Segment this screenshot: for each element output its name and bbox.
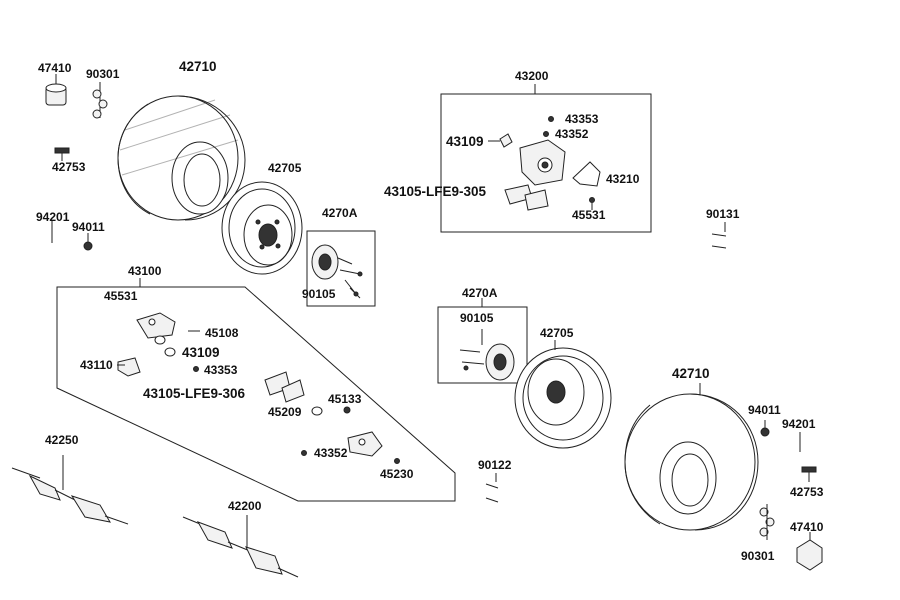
label-45133: 45133	[328, 392, 362, 406]
label-4270A-r: 4270A	[462, 286, 498, 300]
label-45531-c: 45531	[104, 289, 138, 303]
label-43100: 43100	[128, 264, 162, 278]
label-94201-tl: 94201	[36, 210, 70, 224]
label-42753-br: 42753	[790, 485, 824, 499]
label-42710-br: 42710	[672, 366, 710, 381]
drive-shaft-42250	[11, 455, 129, 525]
label-43109-r: 43109	[446, 134, 484, 149]
label-43109-c: 43109	[182, 345, 220, 360]
label-43353-r: 43353	[565, 112, 599, 126]
label-43200: 43200	[515, 69, 549, 83]
label-45209: 45209	[268, 405, 302, 419]
rim-42705-right	[514, 340, 612, 449]
label-94201-br: 94201	[782, 417, 816, 431]
label-94011-br: 94011	[748, 403, 781, 417]
label-90131: 90131	[706, 207, 740, 221]
top-left-tire	[117, 95, 246, 221]
bolts-90122	[485, 473, 499, 503]
label-42250: 42250	[45, 433, 79, 447]
label-43352-c: 43352	[314, 446, 348, 460]
label-43105-305: 43105-LFE9-305	[384, 184, 487, 199]
bottom-right-tire	[624, 383, 759, 531]
label-90105-tl: 90105	[302, 287, 336, 301]
label-42705-tl: 42705	[268, 161, 302, 175]
bolts-90131	[711, 222, 727, 249]
label-90301-br: 90301	[741, 549, 775, 563]
label-43353-c: 43353	[204, 363, 238, 377]
label-45230: 45230	[380, 467, 414, 481]
label-45531-r: 45531	[572, 208, 606, 222]
label-4270A-tl: 4270A	[322, 206, 358, 220]
label-94011-tl: 94011	[72, 220, 105, 234]
label-43105-306: 43105-LFE9-306	[143, 386, 246, 401]
top-left-small-parts	[45, 74, 108, 251]
label-42705-r: 42705	[540, 326, 574, 340]
label-43210: 43210	[606, 172, 640, 186]
label-45108: 45108	[205, 326, 239, 340]
label-47410-br: 47410	[790, 520, 824, 534]
label-42753-tl: 42753	[52, 160, 86, 174]
bottom-right-small-parts	[759, 420, 823, 571]
caliper-group-43200	[440, 84, 652, 233]
drive-shaft-42200	[182, 515, 299, 578]
label-43110: 43110	[80, 358, 113, 372]
hub-4270A-right	[437, 298, 528, 384]
label-90105-r: 90105	[460, 311, 494, 325]
label-90301-tl: 90301	[86, 67, 120, 81]
label-42200: 42200	[228, 499, 262, 513]
label-42710-tl: 42710	[179, 59, 217, 74]
label-47410-tl: 47410	[38, 61, 72, 75]
caliper-group-43100	[56, 278, 456, 502]
label-90122: 90122	[478, 458, 512, 472]
top-left-hub	[306, 230, 376, 307]
top-left-rim	[221, 181, 303, 275]
label-43352-r: 43352	[555, 127, 589, 141]
